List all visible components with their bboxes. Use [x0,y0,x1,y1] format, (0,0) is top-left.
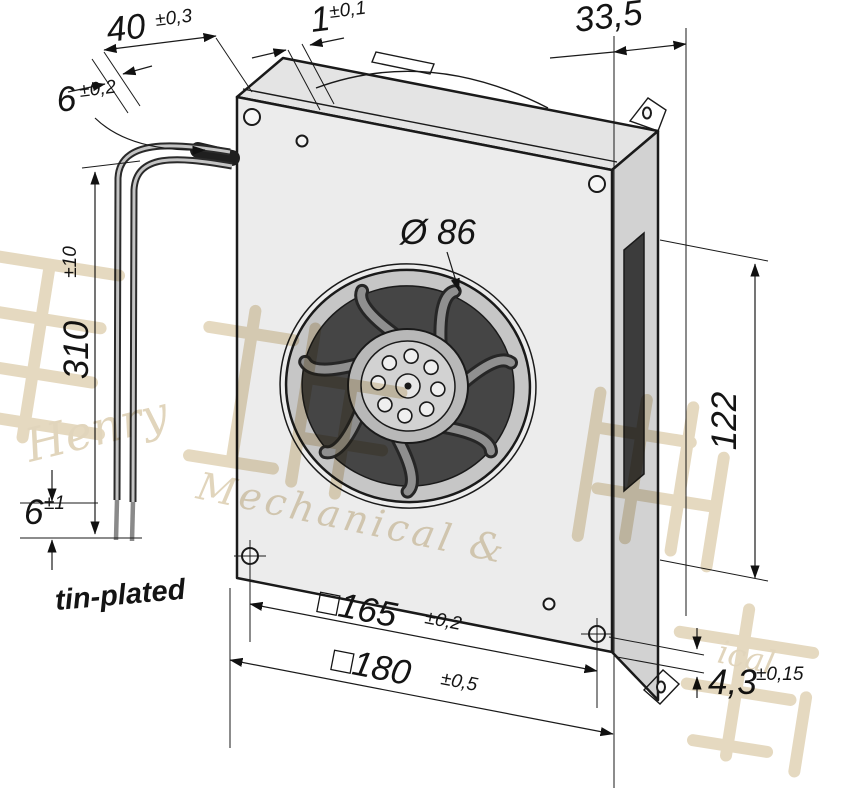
extension-line [659,239,769,262]
wire-tin-tip [113,499,120,541]
leader-to-wires [94,117,206,155]
watermark-script-text: Henry [19,385,175,473]
dim-line-depth-total [103,32,217,54]
dim-plate-thickness-value: 1 [308,0,332,40]
dim-outer-size-tol: ±0,5 [439,668,480,696]
dim-strip-length-value: 6 [24,493,44,532]
dim-side-height-value: 122 [705,392,744,450]
plate-rivet [295,134,309,148]
dim-outer-size-value: □180 [328,640,414,694]
extension-line [91,58,129,114]
plate-thickness-edge [242,88,618,163]
rotor-center-dot [404,382,412,390]
plate-hole [243,108,261,126]
extension-line [215,37,253,93]
lead-finish-label: tin-plated [54,574,188,617]
dim-plate-thickness-tol: ±0,1 [328,0,367,23]
wire-core [115,144,231,501]
flange-hole-bottom-icon [656,680,666,694]
dim-wire-offset-tol: ±0,2 [78,77,118,102]
dim-wire-offset-value: 6 [54,79,79,120]
dim-strip-length-tol: ±1 [44,493,65,514]
extension-line [616,656,705,674]
flange-hole-top-icon [642,106,652,120]
dim-arrow [309,37,345,47]
dim-line-housing-depth [613,40,687,56]
dimensions: 40 ±0,3 6 ±0,2 1 ±0,1 33,5 310 ±10 Ø 86 … [20,0,804,788]
inlet-ring-outer [279,263,537,509]
wire-tin-tip [129,501,136,542]
watermark-glyph-4 [673,603,820,778]
leader-impeller-diameter [446,251,460,292]
extension-line [81,160,141,169]
dim-impeller-diameter-value: Ø 86 [399,213,476,252]
lead-wires [113,142,240,542]
dim-line-tail [549,51,615,59]
watermark-glyph-2 [183,304,408,500]
extension-line [659,559,769,582]
extension-line [103,51,141,107]
dim-arrow [251,48,287,59]
flange-corner-top [628,97,667,132]
extension-line [287,49,321,111]
plate-hole [588,175,606,193]
watermark-glyph-1 [0,248,126,444]
dim-arrow [67,82,106,93]
dim-line-outer-size [229,657,614,737]
dim-housing-depth-value: 33,5 [572,0,645,40]
dim-arrow [122,65,153,76]
plate-rivet [542,597,556,611]
extension-line [608,636,705,656]
watermark-glyph-3 [571,386,730,573]
wire-core [131,158,233,503]
dim-hole-edge-offset-tol: ±0,15 [756,664,804,685]
extension-line [301,43,335,105]
housing-top-tab [371,51,435,75]
dim-depth-total-value: 40 [104,6,148,50]
fan-housing [235,51,681,705]
flange-corner-bottom [642,669,681,705]
dim-depth-total-tol: ±0,3 [154,6,194,31]
